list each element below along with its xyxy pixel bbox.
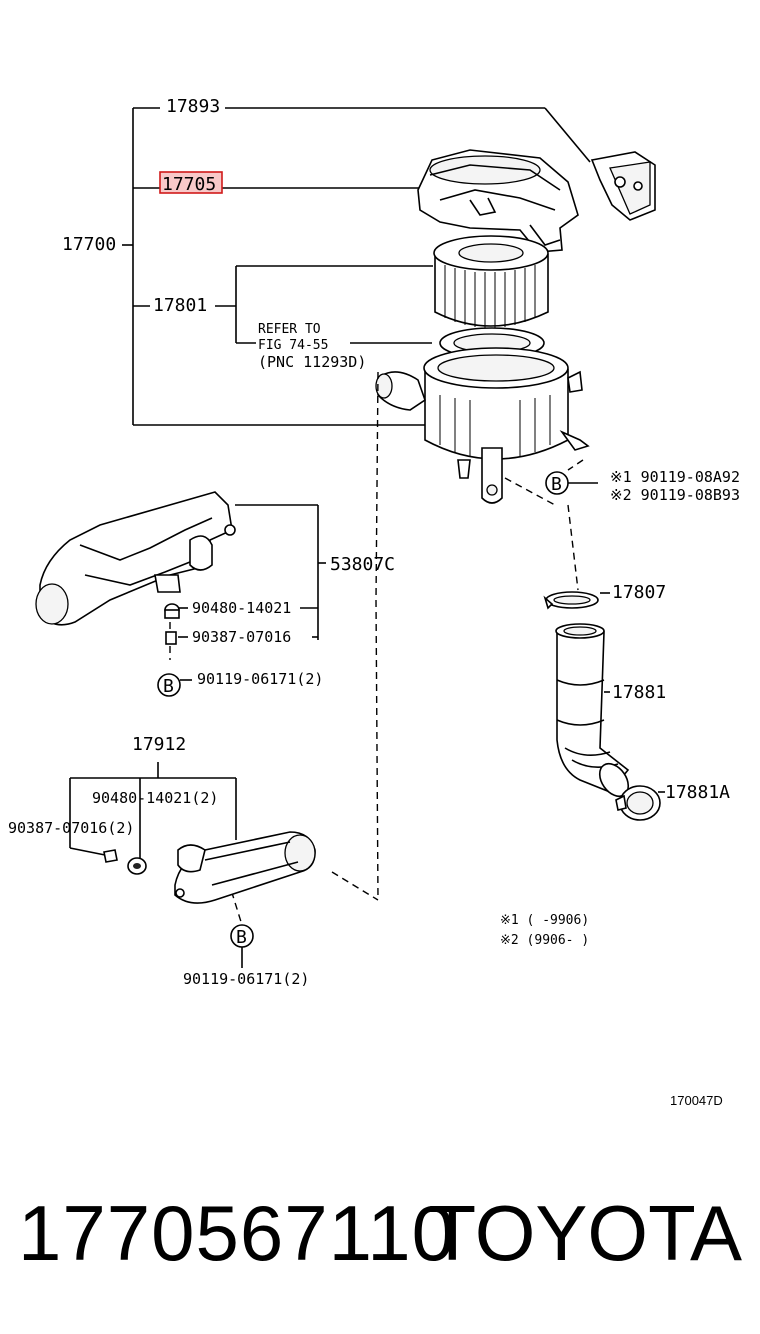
clamp-17807: [543, 591, 610, 610]
collar-90387-b: [103, 849, 118, 863]
bolt-letter: B: [163, 676, 174, 697]
label-refer-1: REFER TO: [258, 322, 321, 337]
bolt-b-top: B ※1 90119-08A92 ※2 90119-08B93: [545, 468, 740, 504]
label-17881: 17881: [612, 682, 666, 703]
label-90387-a: 90387-07016: [192, 628, 291, 646]
label-53807c: 53807C: [330, 554, 395, 575]
label-90387-b: 90387-07016(2): [8, 819, 134, 837]
label-b-top-1: ※1 90119-08A92: [610, 468, 740, 486]
bolt-b-resonator: B: [230, 924, 254, 968]
label-90480-a: 90480-14021: [192, 599, 291, 617]
footer: 1770567110 TOYOTA: [0, 1160, 760, 1334]
filter-element-17801: [433, 235, 549, 328]
label-17705: 17705: [162, 174, 216, 195]
label-17700: 17700: [62, 234, 116, 255]
grommet-90480: [164, 603, 180, 619]
clip-17893: [590, 151, 656, 221]
bolt-b-duct: B: [157, 673, 192, 697]
air-cleaner-cap-17705: [417, 149, 579, 253]
grommet-90480-b: [127, 857, 147, 875]
label-refer-2: FIG 74-55: [258, 338, 328, 353]
assembly-17700-bracket: [122, 107, 591, 426]
label-17801: 17801: [153, 295, 207, 316]
air-cleaner-case: [375, 347, 590, 504]
label-refer-3: (PNC 11293D): [258, 353, 366, 371]
note-1: ※1 ( -9906): [500, 913, 589, 928]
bolt-letter: B: [236, 927, 247, 948]
label-90480-b: 90480-14021(2): [92, 789, 218, 807]
label-b-top-2: ※2 90119-08B93: [610, 486, 740, 504]
hose-17881: [555, 623, 630, 798]
figure-id: 170047D: [670, 1093, 723, 1108]
label-17807: 17807: [612, 582, 666, 603]
highlight-17705-border: [159, 171, 223, 194]
brand-name: TOYOTA: [428, 1189, 743, 1277]
collar-90387: [165, 631, 177, 645]
label-17912: 17912: [132, 734, 186, 755]
label-17893: 17893: [166, 96, 220, 117]
label-90119-a: 90119-06171(2): [197, 670, 323, 688]
duct-53807c: [35, 491, 326, 640]
highlight-17705: [160, 172, 222, 193]
resonator-17912: [69, 762, 316, 904]
part-number: 1770567110: [18, 1189, 457, 1277]
label-90119-b: 90119-06171(2): [183, 970, 309, 988]
bolt-letter: B: [551, 474, 562, 495]
parts-diagram: B ※1 90119-08A92 ※2 90119-08B93: [8, 96, 740, 1108]
note-2: ※2 (9906- ): [500, 933, 589, 948]
label-17881a: 17881A: [665, 782, 730, 803]
clamp-17881a: [615, 785, 665, 821]
